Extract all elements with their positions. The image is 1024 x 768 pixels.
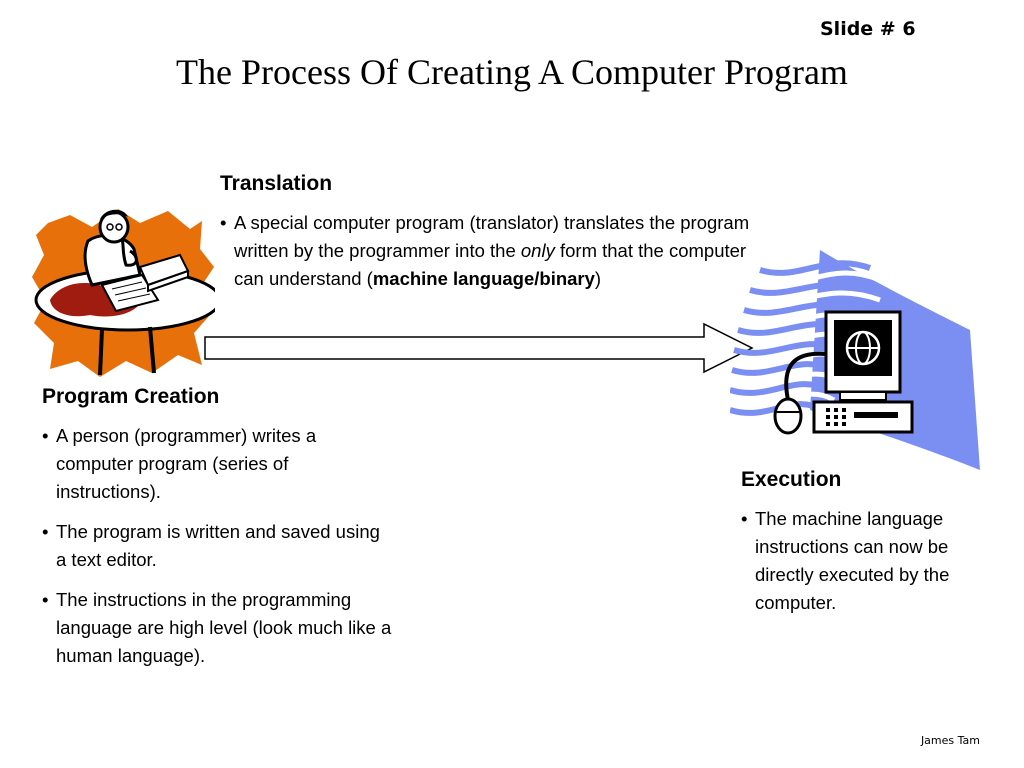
translation-section: Translation A special computer program (… xyxy=(220,171,760,293)
translation-bold-term: machine language/binary xyxy=(372,268,595,289)
translation-emphasis-only: only xyxy=(520,240,555,261)
execution-bullets: The machine language instructions can no… xyxy=(741,505,1011,617)
translation-text-1: A special computer program (translator) … xyxy=(234,212,750,261)
list-item: The machine language instructions can no… xyxy=(741,505,1011,617)
program-creation-section: Program Creation A person (programmer) w… xyxy=(42,384,392,682)
program-creation-bullets: A person (programmer) writes a computer … xyxy=(42,422,392,670)
program-creation-heading: Program Creation xyxy=(42,385,220,408)
execution-section: Execution The machine language instructi… xyxy=(741,467,1011,629)
translation-heading: Translation xyxy=(220,172,333,195)
execution-heading: Execution xyxy=(741,468,842,491)
translation-bullet: A special computer program (translator) … xyxy=(220,209,760,293)
translation-bullets: A special computer program (translator) … xyxy=(220,209,760,293)
list-item: The program is written and saved using a… xyxy=(42,518,392,574)
list-item: The instructions in the programming lang… xyxy=(42,586,392,670)
computer-clipart-icon xyxy=(730,250,980,470)
right-arrow-icon xyxy=(204,322,754,374)
translation-text-2: form that the computer can understand ( xyxy=(234,240,747,289)
translation-text-3: ) xyxy=(594,268,602,289)
programmer-clipart-icon xyxy=(32,209,215,377)
slide-number: Slide # 6 xyxy=(820,18,916,40)
slide-title: The Process Of Creating A Computer Progr… xyxy=(176,52,848,92)
list-item: A person (programmer) writes a computer … xyxy=(42,422,392,506)
footer-author: James Tam xyxy=(920,734,980,747)
